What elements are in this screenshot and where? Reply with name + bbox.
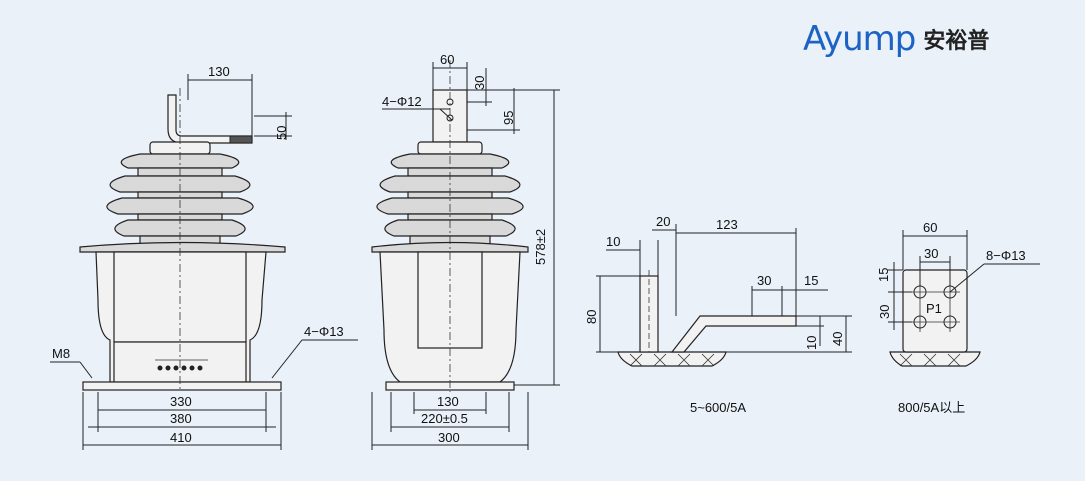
side-dim-terminal-width: 60 <box>440 52 454 67</box>
terminal-b-detail: 60 30 15 30 8−Φ13 P1 800/5A以上 <box>876 220 1040 415</box>
front-insulator-sheds <box>106 153 254 245</box>
terminal-a-dim-10: 10 <box>606 234 620 249</box>
terminal-a-dim-15: 15 <box>804 273 818 288</box>
terminal-b-dim-spacing: 30 <box>924 246 938 261</box>
front-terminal-tip <box>229 135 253 144</box>
brand-logo: Ayump 安裕普 <box>803 22 989 56</box>
front-secondary-terminals <box>155 359 208 371</box>
side-dim-total-height: 578±2 <box>533 229 548 265</box>
front-dim-base-outer: 410 <box>170 430 192 445</box>
brand-name-en: Ayump <box>803 19 916 59</box>
brand-name-cn: 安裕普 <box>923 29 990 54</box>
front-dim-top-width: 130 <box>208 64 230 79</box>
side-dim-base-inner: 130 <box>437 394 459 409</box>
front-dim-base-mid: 380 <box>170 411 192 426</box>
terminal-a-dim-10b: 10 <box>804 336 819 350</box>
side-dim-base-outer: 300 <box>438 430 460 445</box>
terminal-a-dim-40: 40 <box>830 332 845 346</box>
terminal-b-plate <box>902 269 968 353</box>
front-dim-holes: 4−Φ13 <box>304 324 344 339</box>
terminal-a-dim-20: 20 <box>656 214 670 229</box>
terminal-a-dim-80: 80 <box>584 310 599 324</box>
terminal-b-label: P1 <box>926 301 942 316</box>
terminal-b-caption: 800/5A以上 <box>898 400 965 415</box>
terminal-b-dim-edge: 15 <box>876 268 891 282</box>
terminal-a-ground <box>617 351 727 367</box>
front-flange <box>79 241 286 253</box>
front-base <box>82 381 282 391</box>
terminal-b-ground <box>889 351 981 367</box>
front-dim-top-height: 50 <box>274 126 289 140</box>
front-dim-screw: M8 <box>52 346 70 361</box>
terminal-b-dim-vertical: 30 <box>877 305 892 319</box>
side-dim-terminal-height: 95 <box>501 111 516 125</box>
terminal-a-dim-30: 30 <box>757 273 771 288</box>
terminal-a-dim-123: 123 <box>716 217 738 232</box>
terminal-b-dim-holes: 8−Φ13 <box>986 248 1026 263</box>
terminal-a-caption: 5~600/5A <box>690 400 746 415</box>
terminal-a-bar <box>670 315 797 353</box>
terminal-a-detail: 10 20 123 80 30 15 10 40 5~600/5A <box>584 214 852 415</box>
front-view: 130 50 330 380 410 4−Φ13 M8 <box>50 64 358 450</box>
side-dim-holes: 4−Φ12 <box>382 94 422 109</box>
front-dim-base-inner: 330 <box>170 394 192 409</box>
side-dim-base-mid: 220±0.5 <box>421 411 468 426</box>
terminal-a-post <box>639 275 659 353</box>
side-dim-terminal-top: 30 <box>472 76 487 90</box>
terminal-b-dim-width: 60 <box>923 220 937 235</box>
side-view: 60 30 95 4−Φ12 578±2 130 220±0.5 300 <box>371 52 560 450</box>
